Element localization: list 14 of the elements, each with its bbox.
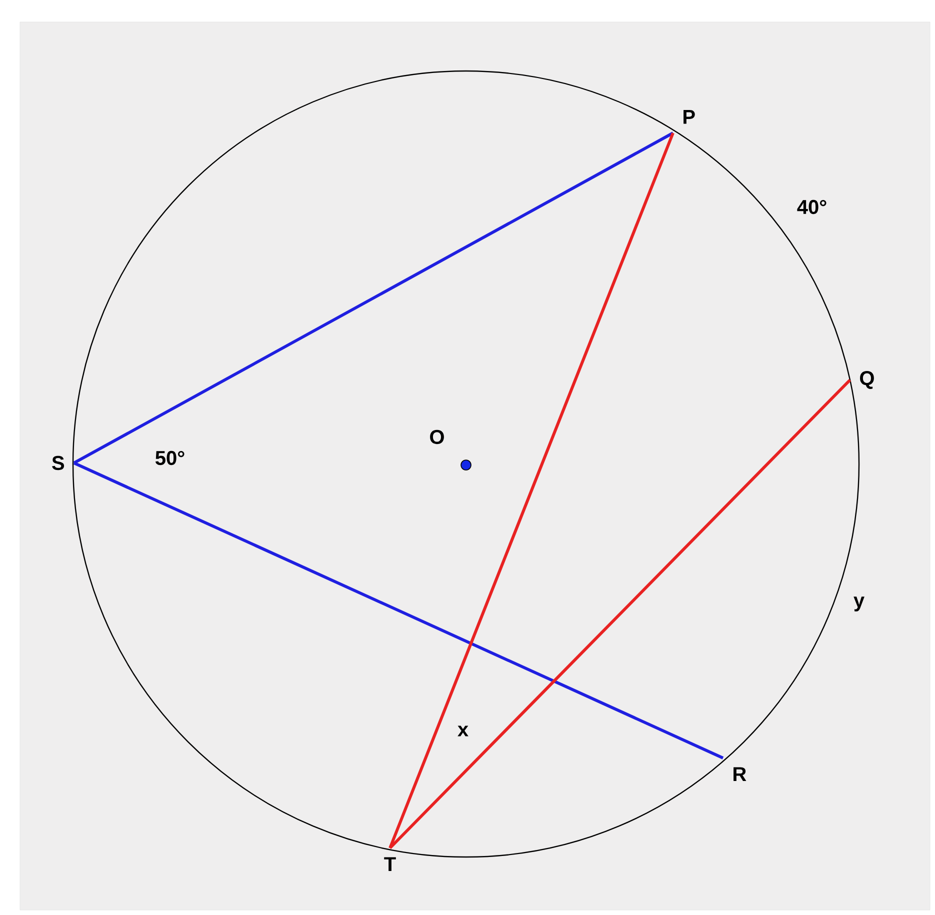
angle-label: O [430,430,444,444]
line-segment [388,132,674,849]
point-label: T [384,857,396,871]
line-segment [73,462,724,760]
point-label: P [684,110,695,124]
angle-label: 40° [797,200,826,214]
angle-label: y [854,596,864,612]
line-segment [73,132,674,464]
angle-label: x [458,726,468,736]
angle-label: 50° [156,450,184,466]
point-label: S [52,456,64,470]
line-segment [388,378,852,850]
point-label: R [734,767,746,781]
point-label: Q [860,371,874,389]
